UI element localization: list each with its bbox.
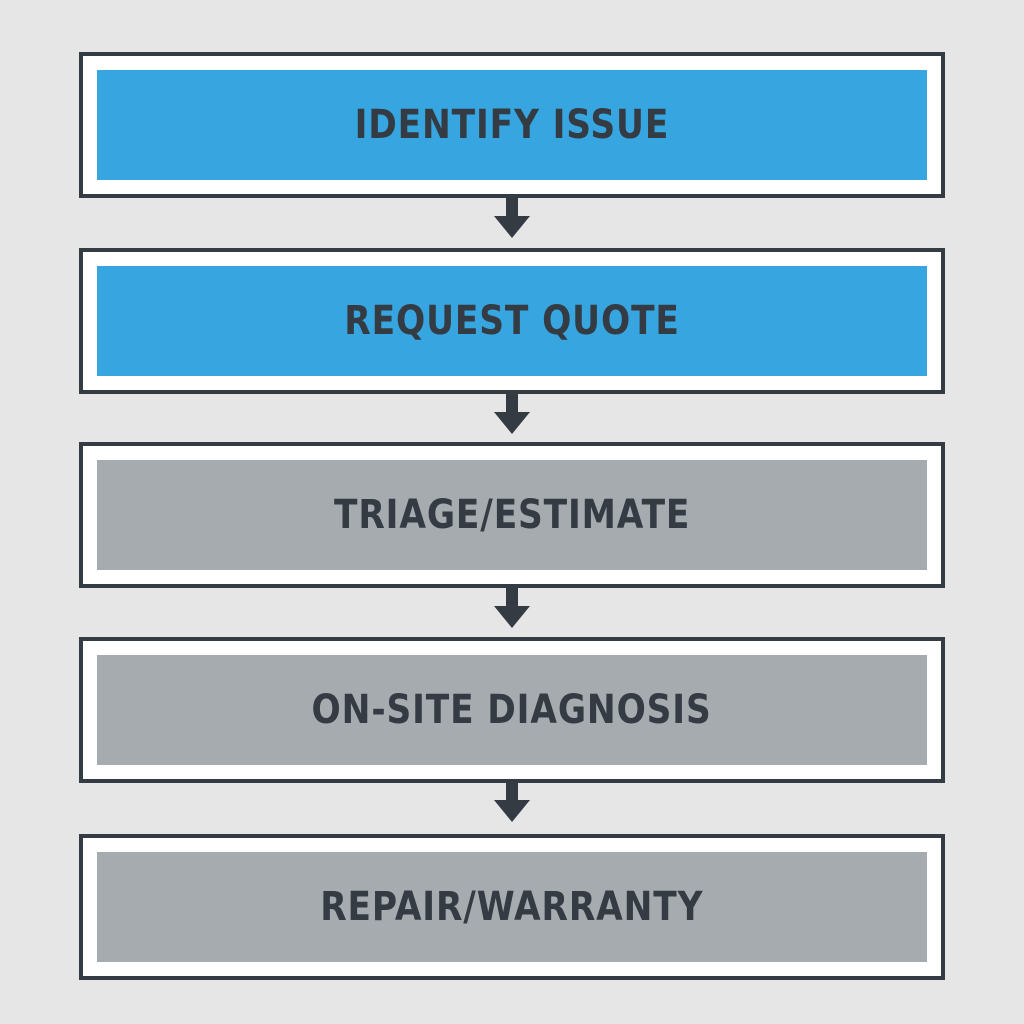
step-fill: IDENTIFY ISSUE	[97, 70, 927, 180]
step-request-quote: REQUEST QUOTE	[79, 248, 945, 394]
step-fill: REPAIR/WARRANTY	[97, 852, 927, 962]
step-label: ON-SITE DIAGNOSIS	[311, 687, 713, 733]
step-label: TRIAGE/ESTIMATE	[333, 492, 691, 538]
step-fill: TRIAGE/ESTIMATE	[97, 460, 927, 570]
step-fill: REQUEST QUOTE	[97, 266, 927, 376]
step-triage-estimate: TRIAGE/ESTIMATE	[79, 442, 945, 588]
step-identify-issue: IDENTIFY ISSUE	[79, 52, 945, 198]
step-fill: ON-SITE DIAGNOSIS	[97, 655, 927, 765]
arrow-down-icon	[494, 392, 530, 438]
arrow-down-icon	[494, 586, 530, 632]
step-repair-warranty: REPAIR/WARRANTY	[79, 834, 945, 980]
step-label: REPAIR/WARRANTY	[320, 884, 704, 930]
step-label: REQUEST QUOTE	[344, 298, 680, 344]
step-on-site-diagnosis: ON-SITE DIAGNOSIS	[79, 637, 945, 783]
arrow-down-icon	[494, 780, 530, 826]
arrow-down-icon	[494, 196, 530, 242]
step-label: IDENTIFY ISSUE	[354, 102, 670, 148]
